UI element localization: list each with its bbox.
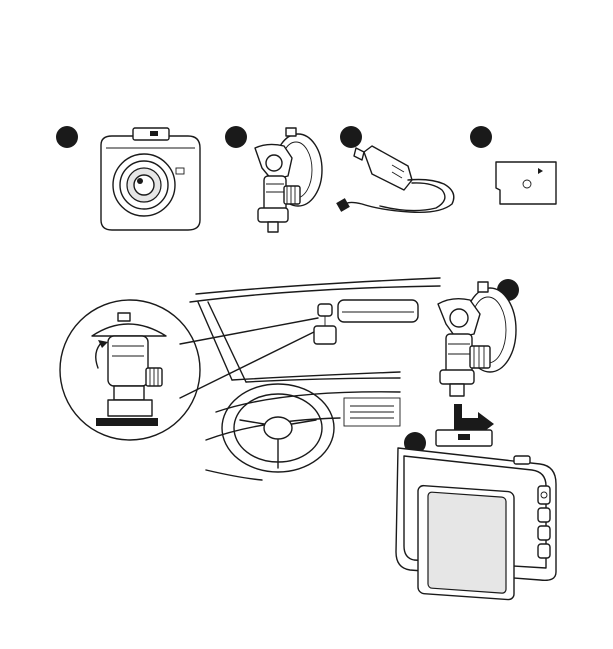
microsd-card-icon: [496, 162, 556, 204]
suction-mount-icon: [255, 128, 322, 232]
camera-rear-icon: [396, 430, 556, 600]
car-charger-icon: [336, 146, 454, 212]
mount-assembly-icon: [438, 282, 516, 396]
dash-camera-icon: [101, 128, 200, 230]
